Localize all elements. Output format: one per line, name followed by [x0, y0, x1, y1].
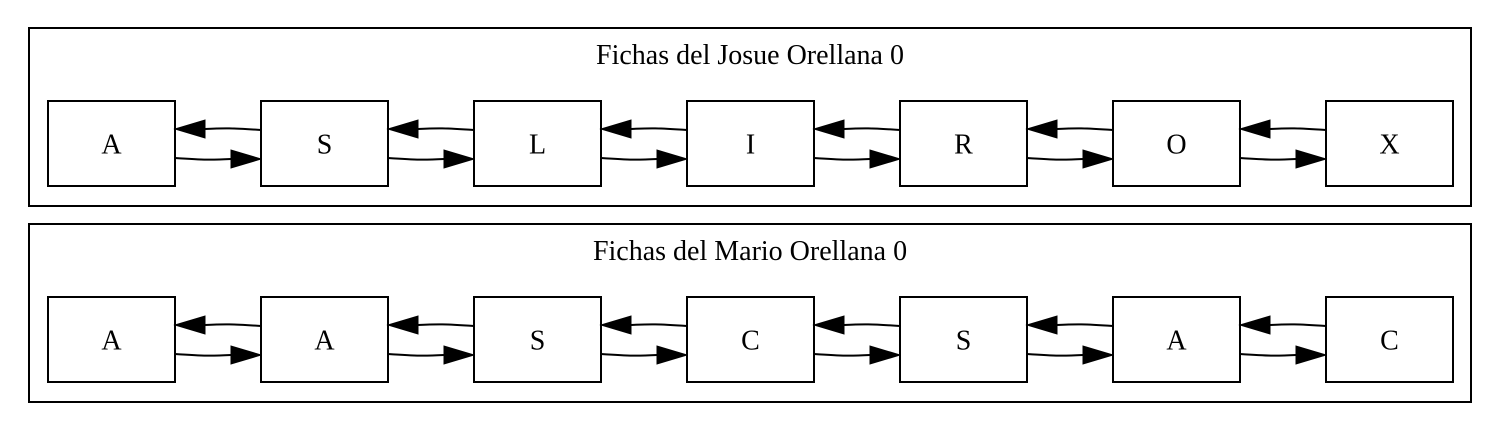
cluster-mario: Fichas del Mario Orellana 0 A A S C S A C — [28, 223, 1472, 403]
prev-pointer-arrow — [386, 119, 475, 139]
next-pointer-arrow — [1026, 345, 1115, 365]
node-label: C — [1380, 326, 1399, 357]
list-node: A — [1112, 296, 1241, 383]
next-pointer-arrow — [174, 149, 263, 169]
cluster-title: Fichas del Mario Orellana 0 — [593, 236, 907, 267]
node-label: A — [314, 326, 335, 357]
prev-pointer-arrow — [812, 315, 901, 335]
list-node: I — [686, 100, 815, 187]
prev-pointer-arrow — [1025, 315, 1114, 335]
prev-pointer-arrow — [599, 119, 688, 139]
prev-pointer-arrow — [173, 119, 262, 139]
node-box — [1112, 100, 1241, 187]
node-label: A — [101, 326, 122, 357]
list-node: S — [899, 296, 1028, 383]
list-node: S — [473, 296, 602, 383]
list-node: S — [260, 100, 389, 187]
node-label: L — [529, 130, 546, 161]
node-box — [686, 100, 815, 187]
next-pointer-arrow — [387, 149, 476, 169]
next-pointer-arrow — [1026, 149, 1115, 169]
list-node: R — [899, 100, 1028, 187]
cluster-josue: Fichas del Josue Orellana 0 A S L I R O X — [28, 27, 1472, 207]
node-label: X — [1379, 130, 1399, 161]
node-label: C — [741, 326, 760, 357]
node-label: O — [1166, 130, 1186, 161]
node-label: I — [746, 130, 755, 161]
next-pointer-arrow — [1239, 345, 1328, 365]
next-pointer-arrow — [600, 149, 689, 169]
node-label: S — [530, 326, 546, 357]
node-box — [47, 100, 176, 187]
list-node: X — [1325, 100, 1454, 187]
list-node: C — [1325, 296, 1454, 383]
prev-pointer-arrow — [1238, 119, 1327, 139]
node-label: R — [954, 130, 973, 161]
next-pointer-arrow — [1239, 149, 1328, 169]
list-node: O — [1112, 100, 1241, 187]
node-box — [260, 296, 389, 383]
list-node: A — [47, 296, 176, 383]
list-node: A — [260, 296, 389, 383]
next-pointer-arrow — [813, 149, 902, 169]
prev-pointer-arrow — [386, 315, 475, 335]
cluster-title: Fichas del Josue Orellana 0 — [596, 40, 904, 71]
node-label: S — [317, 130, 333, 161]
node-box — [1112, 296, 1241, 383]
prev-pointer-arrow — [1025, 119, 1114, 139]
node-box — [260, 100, 389, 187]
cluster-box — [28, 223, 1472, 403]
node-label: A — [101, 130, 122, 161]
node-box — [47, 296, 176, 383]
list-node: L — [473, 100, 602, 187]
next-pointer-arrow — [600, 345, 689, 365]
node-label: S — [956, 326, 972, 357]
cluster-box — [28, 27, 1472, 207]
node-box — [473, 100, 602, 187]
next-pointer-arrow — [174, 345, 263, 365]
node-box — [899, 100, 1028, 187]
node-label: A — [1166, 326, 1187, 357]
prev-pointer-arrow — [1238, 315, 1327, 335]
node-box — [686, 296, 815, 383]
node-box — [473, 296, 602, 383]
next-pointer-arrow — [387, 345, 476, 365]
next-pointer-arrow — [813, 345, 902, 365]
prev-pointer-arrow — [599, 315, 688, 335]
node-box — [1325, 296, 1454, 383]
node-box — [899, 296, 1028, 383]
prev-pointer-arrow — [812, 119, 901, 139]
prev-pointer-arrow — [173, 315, 262, 335]
list-node: A — [47, 100, 176, 187]
list-node: C — [686, 296, 815, 383]
node-box — [1325, 100, 1454, 187]
